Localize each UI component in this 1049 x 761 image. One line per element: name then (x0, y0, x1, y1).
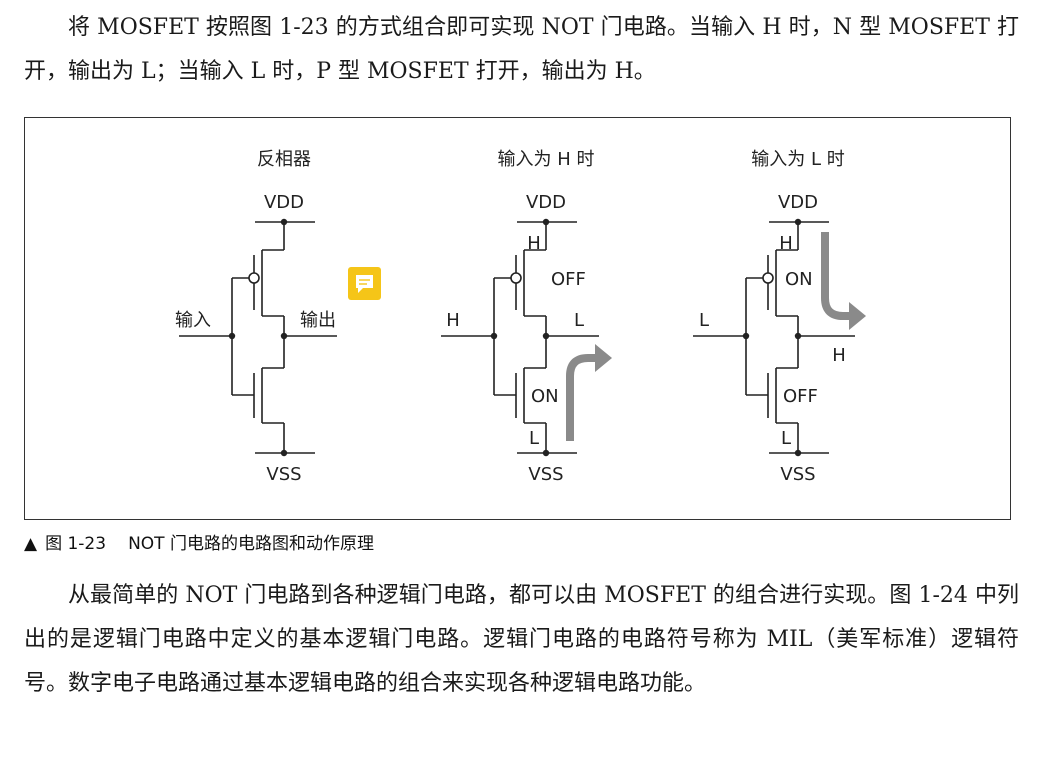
figure-1-23: 反相器 VDD 输入 输出 V (24, 117, 1011, 520)
panel-title: 输入为 L 时 (751, 149, 844, 170)
output-label: L (574, 310, 584, 331)
comment-icon[interactable] (348, 267, 381, 300)
panel-input-high: 输入为 H 时 VDD H L (441, 149, 612, 485)
triangle-marker-icon: ▲ (24, 534, 38, 554)
vdd-label: VDD (264, 192, 304, 213)
vss-label: VSS (528, 464, 563, 485)
panel-input-low: 输入为 L 时 VDD L H (693, 149, 866, 485)
caption-text: NOT 门电路的电路图和动作原理 (128, 534, 374, 554)
vss-label: VSS (266, 464, 301, 485)
current-flow-arrow (821, 232, 851, 320)
vdd-label: VDD (778, 192, 818, 213)
vss-label: VSS (780, 464, 815, 485)
output-label: 输出 (300, 310, 336, 331)
intro-paragraph: 将 MOSFET 按照图 1-23 的方式组合即可实现 NOT 门电路。当输入 … (24, 15, 1019, 84)
p-mosfet-state: OFF (551, 269, 586, 290)
output-label: H (832, 345, 846, 366)
n-mosfet-state: OFF (783, 386, 818, 407)
figure-number: 图 1-23 (45, 534, 107, 554)
not-gate-diagram: 反相器 VDD 输入 输出 V (175, 149, 866, 485)
n-mosfet-state: ON (531, 386, 559, 407)
top-node-label: H (779, 233, 793, 254)
p-mosfet-state: ON (785, 269, 813, 290)
body-paragraph: 从最简单的 NOT 门电路到各种逻辑门电路，都可以由 MOSFET 的组合进行实… (24, 583, 1019, 696)
panel-inverter: 反相器 VDD 输入 输出 V (175, 149, 337, 485)
input-label: L (699, 310, 709, 331)
input-label: H (446, 310, 460, 331)
figure-caption: ▲ 图 1-23 NOT 门电路的电路图和动作原理 (24, 532, 374, 556)
vdd-label: VDD (526, 192, 566, 213)
top-node-label: H (527, 233, 541, 254)
input-label: 输入 (175, 310, 211, 331)
bottom-node-label: L (781, 428, 791, 449)
panel-title: 输入为 H 时 (498, 149, 595, 170)
current-flow-arrow (566, 354, 597, 441)
panel-title: 反相器 (257, 149, 311, 170)
bottom-node-label: L (529, 428, 539, 449)
